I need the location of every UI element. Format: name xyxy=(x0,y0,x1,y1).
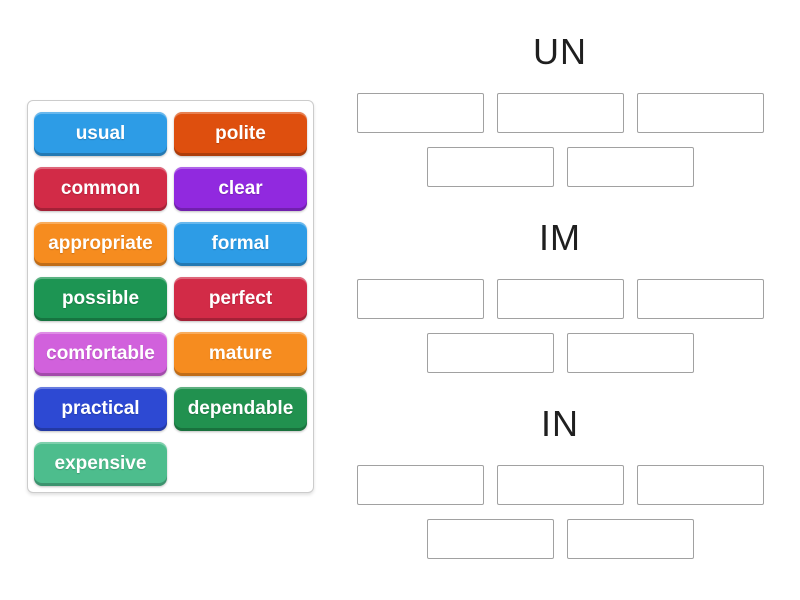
word-tile-formal[interactable]: formal xyxy=(174,222,307,266)
group-title-in: IN xyxy=(541,403,579,444)
drop-slot[interactable] xyxy=(426,519,554,559)
word-bank-panel: usual polite common clear appropriate fo… xyxy=(27,100,314,493)
drop-slot[interactable] xyxy=(356,93,484,133)
group-un-slot-row-1 xyxy=(356,93,764,133)
drop-slot[interactable] xyxy=(636,279,764,319)
group-im: IM xyxy=(356,220,764,373)
group-title-im: IM xyxy=(539,217,581,258)
word-tile-appropriate[interactable]: appropriate xyxy=(34,222,167,266)
drop-slot[interactable] xyxy=(636,93,764,133)
word-tile-polite[interactable]: polite xyxy=(174,112,307,156)
word-tile-clear[interactable]: clear xyxy=(174,167,307,211)
word-tile-comfortable[interactable]: comfortable xyxy=(34,332,167,376)
group-im-slot-row-1 xyxy=(356,279,764,319)
drop-slot[interactable] xyxy=(496,279,624,319)
word-tile-perfect[interactable]: perfect xyxy=(174,277,307,321)
word-tile-mature[interactable]: mature xyxy=(174,332,307,376)
drop-slot[interactable] xyxy=(356,279,484,319)
group-un: UN xyxy=(356,34,764,187)
word-tile-dependable[interactable]: dependable xyxy=(174,387,307,431)
drop-slot[interactable] xyxy=(566,147,694,187)
group-in-slot-row-1 xyxy=(356,465,764,505)
group-im-slot-row-2 xyxy=(356,333,764,373)
drop-slot[interactable] xyxy=(496,93,624,133)
group-title-un: UN xyxy=(533,31,587,72)
word-tile-usual[interactable]: usual xyxy=(34,112,167,156)
group-un-slot-row-2 xyxy=(356,147,764,187)
drop-slot[interactable] xyxy=(496,465,624,505)
word-tile-possible[interactable]: possible xyxy=(34,277,167,321)
drop-slot[interactable] xyxy=(426,147,554,187)
word-tile-common[interactable]: common xyxy=(34,167,167,211)
drop-slot[interactable] xyxy=(426,333,554,373)
drop-slot[interactable] xyxy=(636,465,764,505)
word-tile-expensive[interactable]: expensive xyxy=(34,442,167,486)
group-in: IN xyxy=(356,406,764,559)
drop-slot[interactable] xyxy=(566,519,694,559)
drop-slot[interactable] xyxy=(356,465,484,505)
group-in-slot-row-2 xyxy=(356,519,764,559)
drop-slot[interactable] xyxy=(566,333,694,373)
word-tile-practical[interactable]: practical xyxy=(34,387,167,431)
